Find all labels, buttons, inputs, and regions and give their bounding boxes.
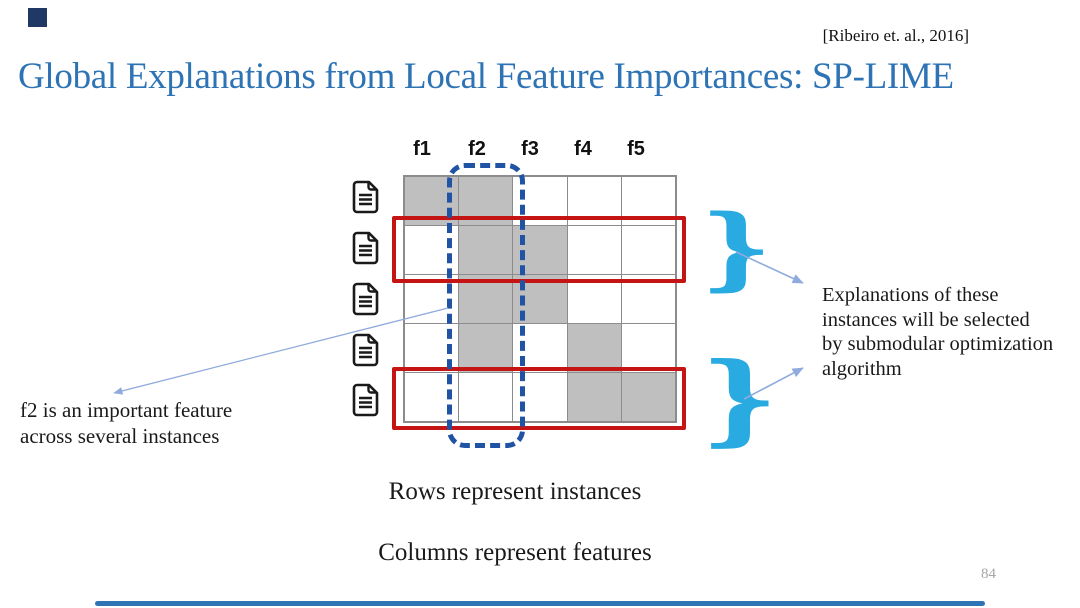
document-icon xyxy=(352,383,379,417)
caption-columns: Columns represent features xyxy=(378,539,652,566)
right-note-line: Explanations of these xyxy=(822,284,999,306)
matrix-cell-r5-f4 xyxy=(567,373,621,421)
matrix-cell-r2-f5 xyxy=(621,226,675,274)
brace-icon: } xyxy=(700,195,773,301)
document-icon xyxy=(352,231,379,265)
f2-column-dashed-box xyxy=(447,163,525,448)
citation: [Ribeiro et. al., 2016] xyxy=(822,26,969,45)
matrix-cell-r4-f5 xyxy=(621,324,675,372)
page-number: 84 xyxy=(981,566,996,582)
matrix-cell-r3-f2 xyxy=(459,275,513,323)
right-note-line: instances will be selected xyxy=(822,308,1030,331)
selected-row-box-1 xyxy=(392,216,686,283)
left-note-line: across several instances xyxy=(20,424,220,448)
column-header-f5: f5 xyxy=(627,138,645,160)
selected-row-box-2 xyxy=(392,367,686,430)
column-header-f3: f3 xyxy=(521,138,539,160)
document-icon xyxy=(352,180,379,214)
left-note-line: f2 is an important feature xyxy=(20,398,233,422)
matrix-cell-r2-f4 xyxy=(567,226,621,274)
document-icon xyxy=(352,282,379,316)
column-header-f2: f2 xyxy=(468,138,486,160)
caption-rows: Rows represent instances xyxy=(388,478,642,505)
matrix-cell-r3-f5 xyxy=(621,275,675,323)
matrix-cell-r2-f2 xyxy=(459,226,513,274)
slide-title: Global Explanations from Local Feature I… xyxy=(18,56,954,97)
matrix-cell-r5-f2 xyxy=(459,373,513,421)
document-icon xyxy=(352,333,379,367)
brace-icon: } xyxy=(700,342,779,457)
column-header-f4: f4 xyxy=(574,138,592,160)
template-corner-mark xyxy=(28,8,47,27)
progress-bar[interactable] xyxy=(95,601,985,606)
matrix-cell-r4-f2 xyxy=(459,324,513,372)
column-header-f1: f1 xyxy=(413,138,431,160)
right-note: Explanations of these instances will be … xyxy=(822,283,1053,381)
matrix-cell-r3-f4 xyxy=(567,275,621,323)
left-note: f2 is an important feature across severa… xyxy=(20,397,232,449)
right-note-line: algorithm xyxy=(822,357,902,380)
matrix-cell-r4-f4 xyxy=(567,324,621,372)
matrix-cell-r5-f5 xyxy=(621,373,675,421)
right-note-line: by submodular optimization xyxy=(822,333,1054,355)
